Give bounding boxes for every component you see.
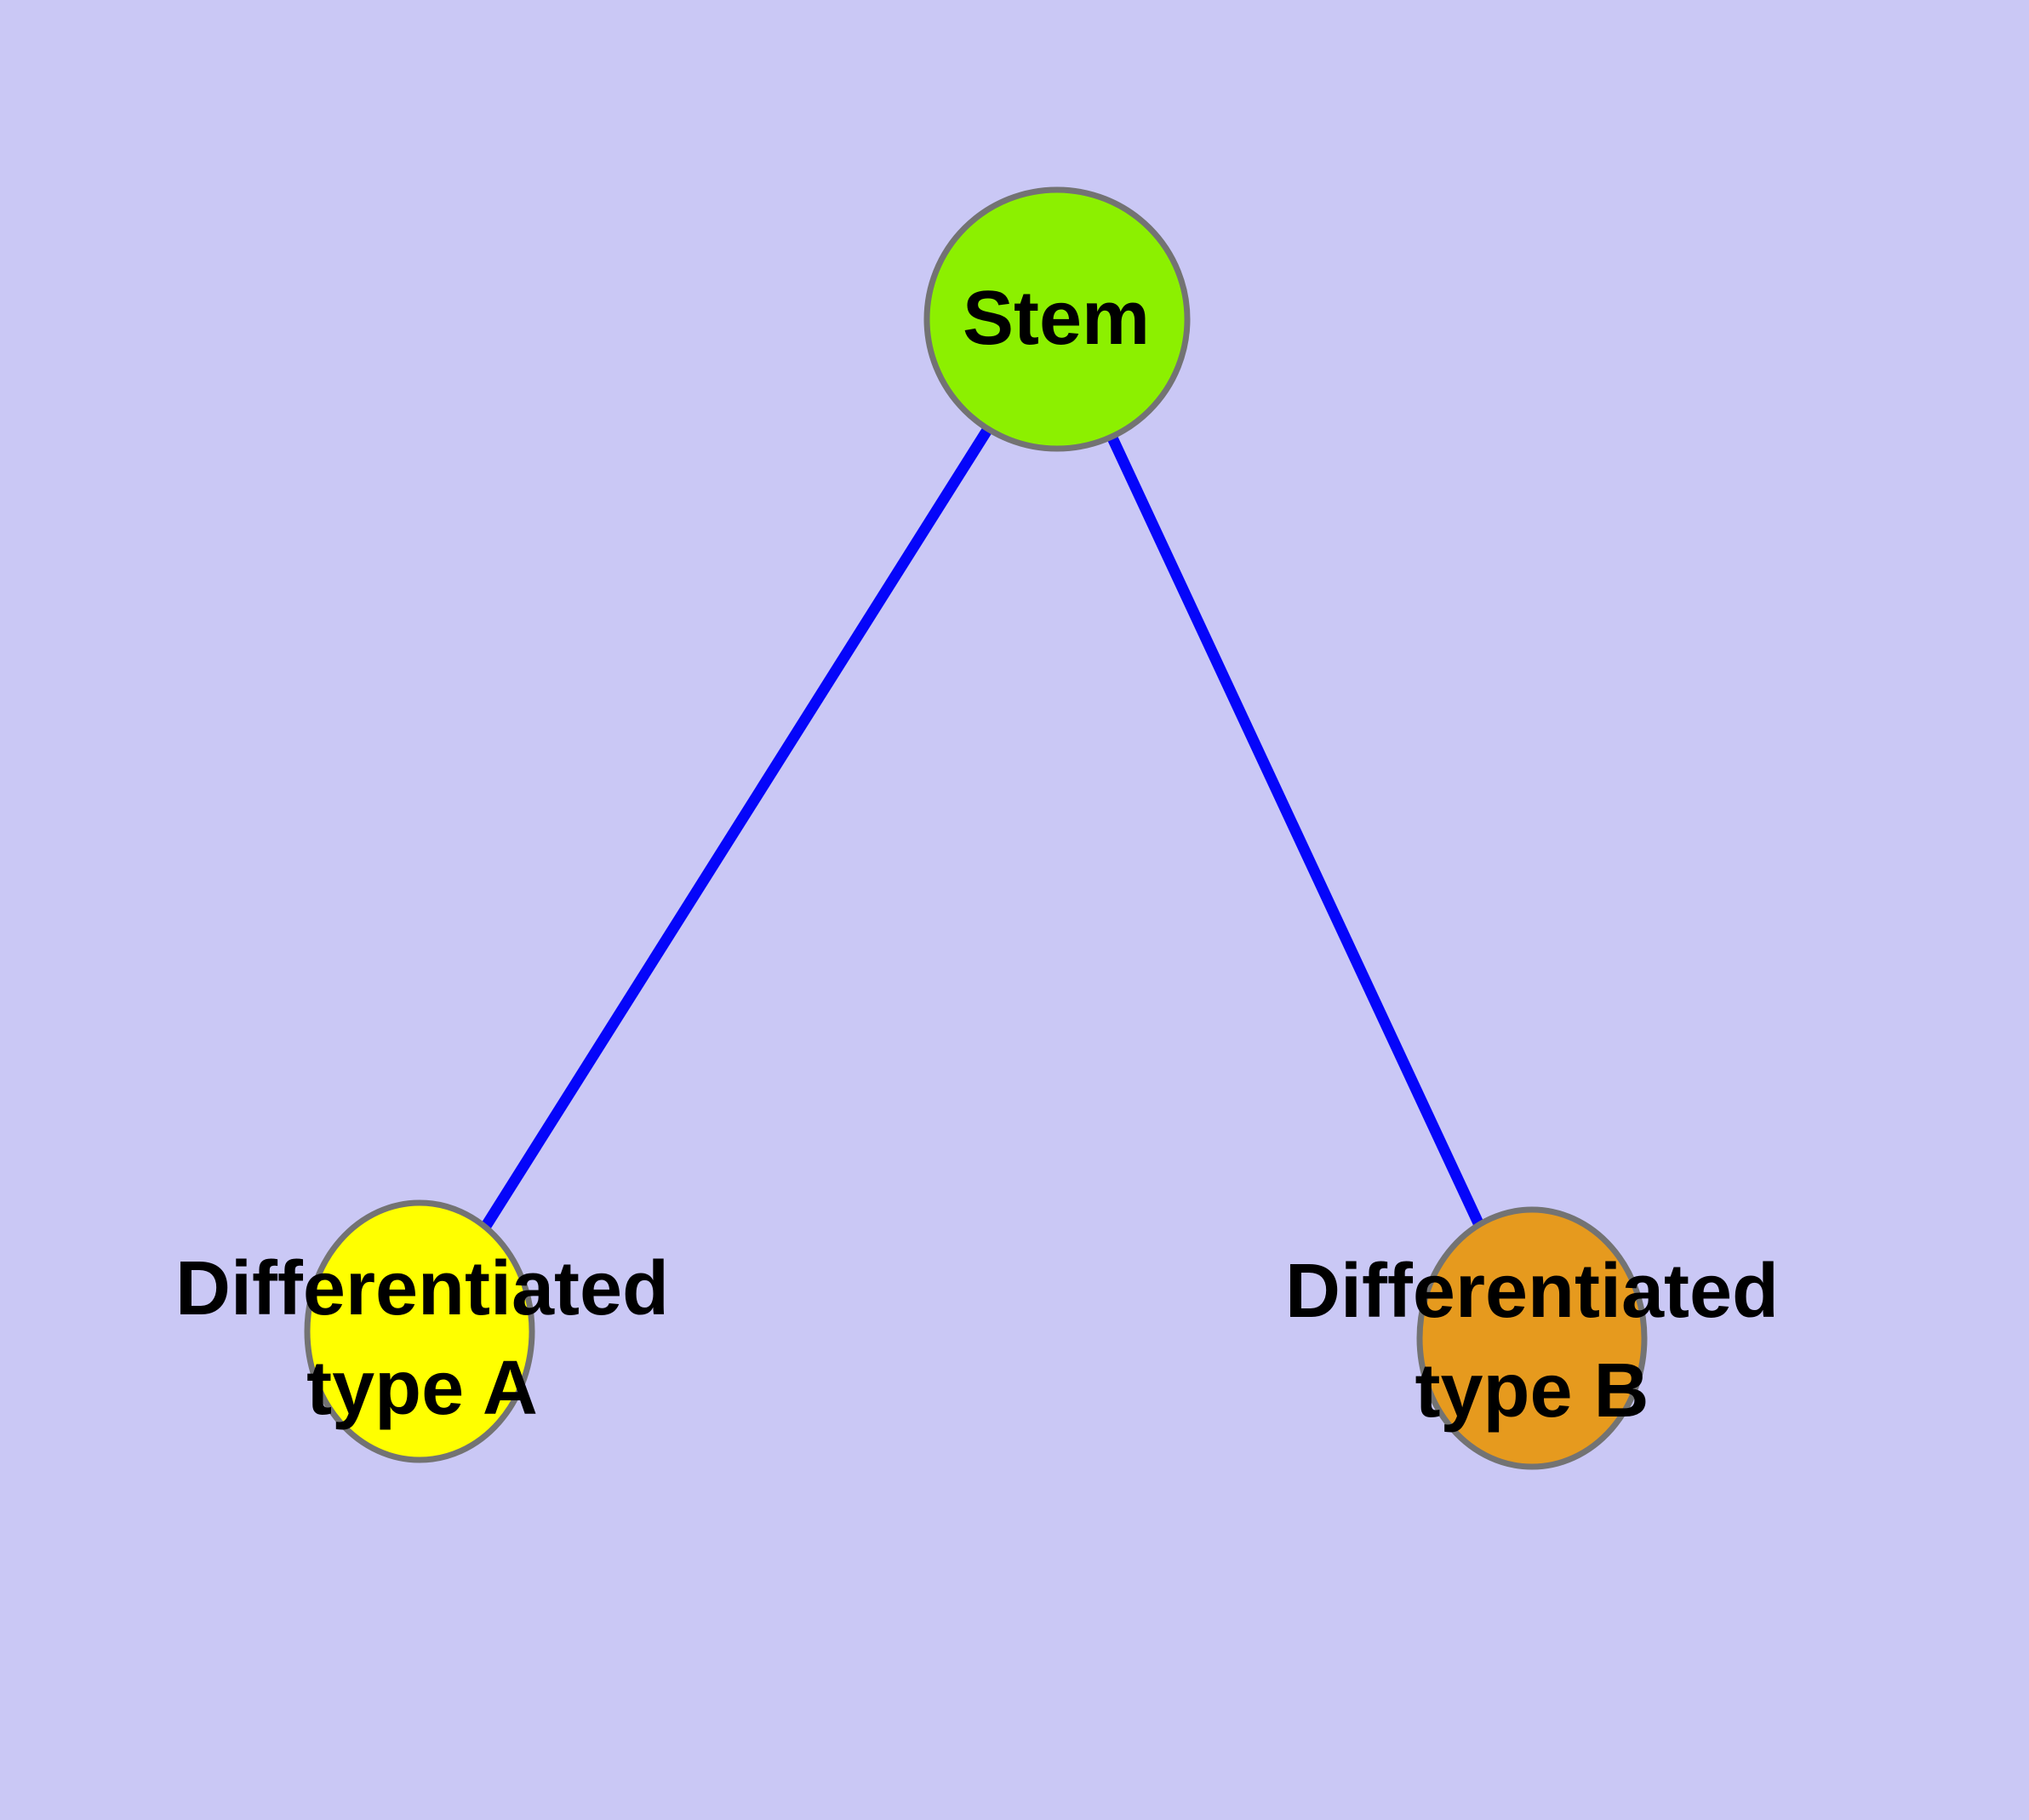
node-differentiated-type-a [304,1199,535,1463]
node-differentiated-type-b [1416,1206,1648,1470]
edge-stem-to-type-b [1052,317,1537,1341]
edge-stem-to-type-a [414,316,1062,1335]
node-type-a-label-line2: type A [306,1346,538,1431]
node-type-b-label-line1: Differentiated [1285,1249,1779,1334]
node-type-a-label-line1: Differentiated [175,1246,669,1331]
node-stem [923,186,1191,452]
node-stem-label: Stem [963,276,1150,361]
node-type-b-label-line2: type B [1415,1348,1649,1434]
